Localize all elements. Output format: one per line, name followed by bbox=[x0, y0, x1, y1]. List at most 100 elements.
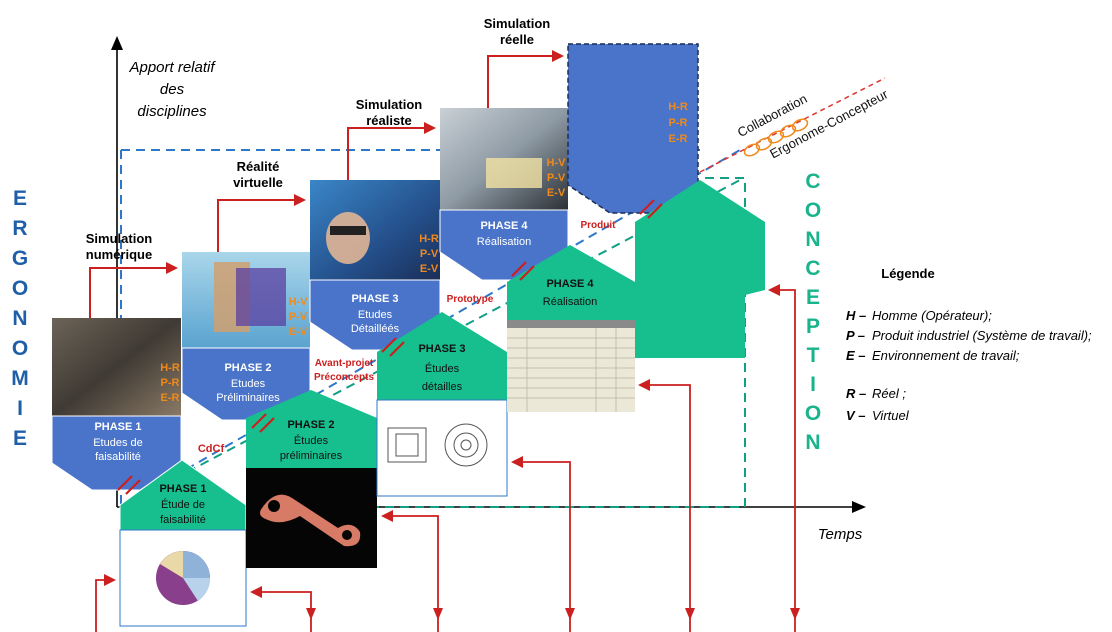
conc-phase-3-line-2: détailles bbox=[422, 381, 463, 393]
conc-phase-5 bbox=[635, 180, 765, 358]
conc-phase-3-line-1: Études bbox=[425, 362, 460, 375]
exchange-arrow-4a bbox=[511, 261, 527, 277]
exchange-arrow-4b bbox=[519, 265, 535, 281]
x-axis-arrowhead bbox=[852, 501, 866, 513]
sim-realiste-line-2: réaliste bbox=[366, 113, 412, 128]
feedback-arrow-4 bbox=[511, 456, 571, 632]
conception-vertical-word: C O N C E P T I O N bbox=[805, 170, 821, 454]
conc-phase-1-title: PHASE 1 bbox=[159, 483, 206, 495]
ergo-phase-3-code-1: H-R bbox=[419, 233, 439, 245]
ergo-phase-4-code-3: E-V bbox=[547, 187, 566, 199]
ergonomie-letter-7: M bbox=[11, 367, 29, 390]
conc-phase-4-table-image bbox=[507, 320, 635, 412]
ergo-phase-2-line-1: Etudes bbox=[231, 378, 266, 390]
down-arrowhead-2 bbox=[433, 608, 443, 620]
conception-letter-10: N bbox=[805, 431, 820, 454]
feedback-arrow-3 bbox=[381, 510, 439, 632]
legend: Légende H – Homme (Opérateur); P – Produ… bbox=[846, 266, 1092, 423]
conc-phase-4-line-1: Réalisation bbox=[543, 296, 597, 308]
legend-key-p: P – bbox=[846, 328, 865, 343]
ergo-phase-4: PHASE 4 Réalisation H-V P-V E-V bbox=[439, 108, 569, 281]
exchange-arrow-1b bbox=[125, 479, 141, 495]
ergo-phase-1-code-3: E-R bbox=[161, 392, 180, 404]
down-arrowhead-1 bbox=[306, 608, 316, 620]
ergo-phase-4-title: PHASE 4 bbox=[480, 220, 528, 232]
arrow-simulation-reelle bbox=[487, 50, 564, 108]
table-image-rows bbox=[507, 328, 635, 412]
exchange-arrow-3a bbox=[381, 337, 397, 353]
conc-phase-2-roof bbox=[246, 390, 377, 418]
conception-frame bbox=[121, 177, 746, 508]
down-arrowheads bbox=[306, 608, 800, 620]
conception-letter-1: C bbox=[805, 170, 820, 193]
legend-text-e: Environnement de travail; bbox=[872, 348, 1020, 363]
conception-letter-9: O bbox=[805, 402, 821, 425]
ergo-phase-3-photo-goggles bbox=[330, 226, 366, 235]
ergo-phase-3-photo-person bbox=[326, 212, 370, 264]
pie-slice-light bbox=[183, 578, 211, 601]
ergo-phase-5: H-R P-R E-R bbox=[567, 43, 699, 214]
exchange-arrow-2b bbox=[259, 417, 275, 433]
collaboration-line-2: Ergonome-Concepteur bbox=[767, 86, 891, 161]
exchange-arrows bbox=[117, 199, 663, 495]
ergo-phase-1: PHASE 1 Etudes de faisabilité H-R P-R E-… bbox=[51, 318, 182, 491]
ergo-phase-2-photo-machine bbox=[236, 268, 286, 326]
x-axis-label: Temps bbox=[818, 526, 863, 543]
conception-letter-7: T bbox=[807, 344, 820, 367]
connecting-rod-hole-2 bbox=[342, 530, 352, 540]
ergo-phase-4-code-2: P-V bbox=[547, 172, 566, 184]
connecting-rod-shape bbox=[260, 494, 361, 547]
down-arrowhead-3 bbox=[565, 608, 575, 620]
conc-phase-2-line-1: Études bbox=[294, 434, 329, 447]
ergo-phase-3: PHASE 3 Etudes Détailléés H-R P-V E-V bbox=[309, 180, 441, 351]
conc-phase-5-box bbox=[635, 180, 765, 358]
y-axis-label-line-3: disciplines bbox=[137, 103, 207, 120]
conc-phase-4: PHASE 4 Réalisation bbox=[507, 245, 635, 412]
pie-chart-image bbox=[156, 551, 211, 605]
conc-phase-1-line-2: faisabilité bbox=[160, 514, 206, 526]
ergo-phase-3-line-2: Détailléés bbox=[351, 323, 400, 335]
sim-virtuelle-line-2: virtuelle bbox=[233, 175, 283, 190]
conception-letter-4: C bbox=[805, 257, 820, 280]
legend-text-r: Réel ; bbox=[872, 386, 906, 401]
ergonomie-letter-1: E bbox=[13, 187, 27, 210]
ergonomie-letter-2: R bbox=[12, 217, 27, 240]
ergo-phase-3-title: PHASE 3 bbox=[351, 293, 398, 305]
conc-phase-2-line-2: préliminaires bbox=[280, 450, 343, 462]
down-arrowhead-4 bbox=[685, 608, 695, 620]
ergonomie-letter-8: I bbox=[17, 397, 23, 420]
ergonomie-letter-6: O bbox=[12, 337, 28, 360]
ergo-phase-2-title: PHASE 2 bbox=[224, 362, 271, 374]
conc-phase-3: PHASE 3 Études détailles bbox=[376, 312, 508, 497]
feedback-arrow-5 bbox=[638, 379, 691, 632]
ergo-phase-4-code-1: H-V bbox=[547, 157, 567, 169]
legend-text-h: Homme (Opérateur); bbox=[872, 308, 992, 323]
exchange-arrow-1a bbox=[117, 475, 133, 491]
ergo-phase-2-code-3: E-V bbox=[289, 326, 308, 338]
legend-key-h: H – bbox=[846, 308, 866, 323]
sim-numerique-line-2: numérique bbox=[86, 247, 152, 262]
ergo-phase-3-line-1: Etudes bbox=[358, 309, 393, 321]
down-arrowhead-5 bbox=[790, 608, 800, 620]
conc-phase-4-box bbox=[507, 245, 635, 320]
ergo-phase-1-title: PHASE 1 bbox=[94, 421, 141, 433]
y-axis-label-line-2: des bbox=[160, 81, 185, 98]
ergo-phase-2-code-1: H-V bbox=[289, 296, 309, 308]
feedback-arrow-6 bbox=[768, 284, 796, 632]
conc-phase-2-box bbox=[246, 418, 377, 468]
ergo-phase-5-code-1: H-R bbox=[668, 101, 688, 113]
conc-phase-2: PHASE 2 Études préliminaires bbox=[246, 390, 377, 568]
conc-phase-3-box bbox=[377, 312, 507, 400]
exchange-arrow-2a bbox=[251, 413, 267, 429]
ergo-phase-4-photo-screen bbox=[486, 158, 542, 188]
conc-phase-3-drawing-image bbox=[376, 399, 508, 497]
legend-title: Légende bbox=[881, 266, 934, 281]
exchange-arrow-5b bbox=[647, 203, 663, 219]
ergo-phase-1-line-2: faisabilité bbox=[95, 451, 141, 463]
conception-letter-5: E bbox=[806, 286, 820, 309]
milestone-prototype: Prototype bbox=[447, 294, 494, 305]
conception-phases: PHASE 1 Étude de faisabilité PHASE 2 Étu… bbox=[119, 180, 765, 627]
table-image-header bbox=[507, 320, 635, 328]
arrow-realite-virtuelle bbox=[217, 194, 306, 252]
